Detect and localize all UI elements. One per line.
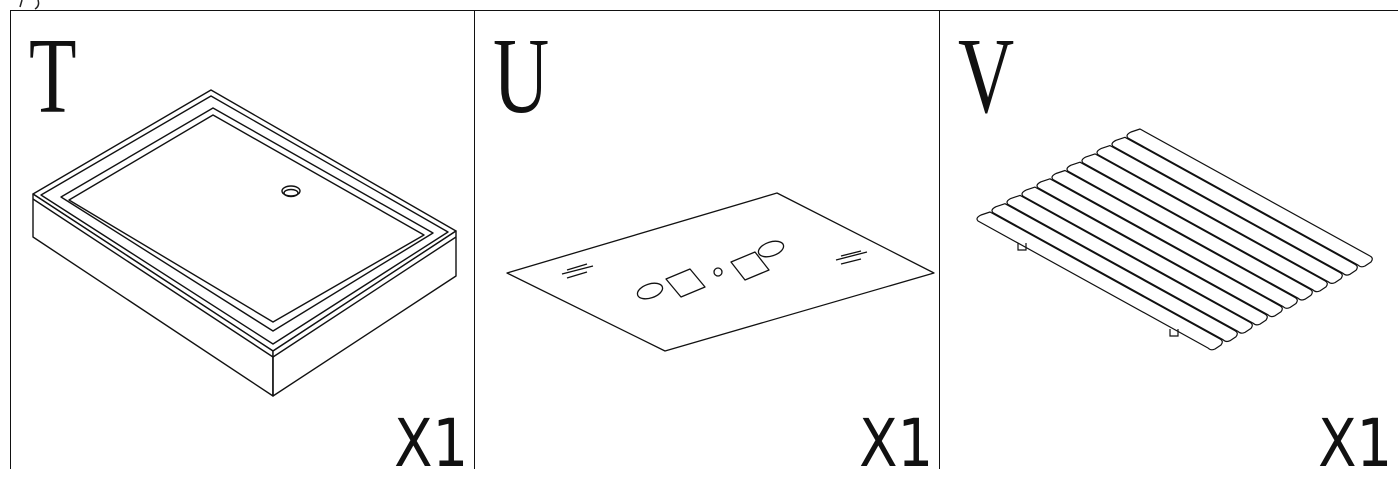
mat-slat — [1066, 161, 1313, 301]
slatted-mat-illustration — [976, 128, 1373, 351]
part-panel-v: V X1 — [939, 10, 1398, 477]
part-letter: V — [958, 17, 1015, 136]
mat-slat — [1096, 145, 1343, 284]
parts-list: T X1 — [10, 10, 1398, 477]
template-sheet-illustration — [506, 192, 935, 352]
part-panel-t: T X1 — [10, 10, 475, 477]
mat-slat — [1111, 136, 1358, 276]
mat-slat — [1006, 194, 1253, 334]
quantity-label: X1 — [393, 405, 468, 482]
mat-slat — [1081, 153, 1328, 293]
part-panel-u: U X1 — [474, 10, 940, 477]
mat-slat — [1021, 186, 1268, 326]
part-letter: T — [29, 17, 77, 136]
previous-page-fragment — [19, 0, 40, 10]
quantity-label: X1 — [1317, 405, 1392, 482]
mat-slat — [976, 211, 1223, 351]
mat-slat — [1036, 178, 1283, 318]
shower-tray-illustration — [32, 89, 457, 397]
quantity-label: X1 — [858, 405, 933, 482]
mat-slat — [1126, 128, 1373, 268]
part-letter: U — [493, 17, 550, 136]
mat-slat — [991, 203, 1238, 343]
mat-slat — [1051, 169, 1298, 309]
